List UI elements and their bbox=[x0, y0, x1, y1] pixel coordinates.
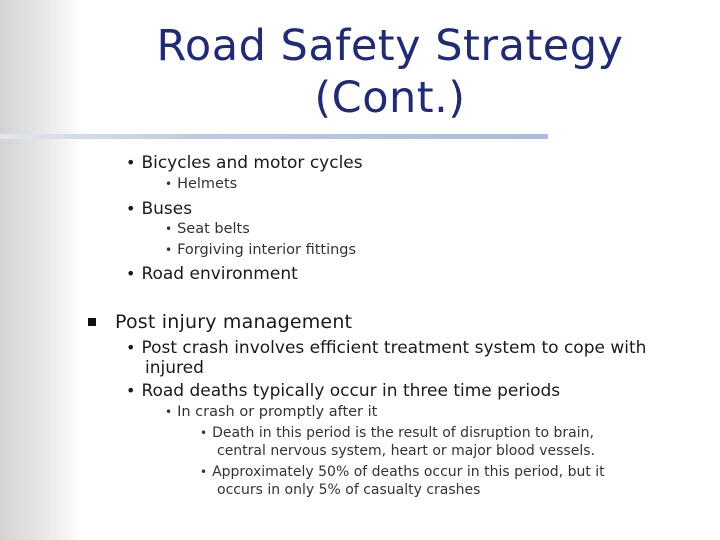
bullet-seat-belts: • Seat belts bbox=[165, 221, 250, 237]
bullet-dot-icon: • bbox=[165, 243, 173, 257]
bullet-road-deaths: • Road deaths typically occur in three ti… bbox=[126, 381, 560, 401]
buses-label: Buses bbox=[141, 199, 193, 219]
post-crash-line-1: Post crash involves efficient treatment … bbox=[141, 338, 647, 358]
slide-title: Road Safety Strategy (Cont.) bbox=[110, 20, 670, 124]
bullet-dot-icon: • bbox=[126, 338, 136, 357]
bicycles-label: Bicycles and motor cycles bbox=[141, 153, 363, 173]
title-line-2: (Cont.) bbox=[314, 73, 466, 123]
bullet-death-period: • Death in this period is the result of d… bbox=[200, 425, 594, 441]
forgiving-label: Forgiving interior fittings bbox=[177, 242, 357, 258]
bullet-in-crash: • In crash or promptly after it bbox=[165, 404, 377, 420]
in-crash-label: In crash or promptly after it bbox=[177, 404, 378, 420]
road-environment-label: Road environment bbox=[141, 264, 298, 284]
approx-line-1: Approximately 50% of deaths occur in thi… bbox=[212, 464, 605, 480]
post-injury-heading: Post injury management bbox=[115, 311, 353, 333]
bullet-dot-icon: • bbox=[126, 199, 136, 218]
bullet-dot-icon: • bbox=[200, 426, 208, 440]
bullet-forgiving-fittings: • Forgiving interior fittings bbox=[165, 242, 356, 258]
bullet-dot-icon: • bbox=[165, 222, 173, 236]
bullet-road-environment: • Road environment bbox=[126, 264, 298, 284]
death-period-line-2: central nervous system, heart or major b… bbox=[217, 443, 595, 459]
bullet-buses: • Buses bbox=[126, 199, 192, 219]
title-line-1: Road Safety Strategy bbox=[156, 21, 624, 71]
square-bullet-icon bbox=[88, 318, 96, 326]
bullet-dot-icon: • bbox=[200, 465, 208, 479]
bullet-approx: • Approximately 50% of deaths occur in th… bbox=[200, 464, 605, 480]
bullet-helmets: • Helmets bbox=[165, 176, 237, 192]
bullet-dot-icon: • bbox=[165, 405, 173, 419]
bullet-dot-icon: • bbox=[126, 381, 136, 400]
bullet-dot-icon: • bbox=[126, 153, 136, 172]
title-underline-rule bbox=[0, 134, 548, 139]
left-decoration-bar bbox=[0, 0, 82, 540]
road-deaths-label: Road deaths typically occur in three tim… bbox=[141, 381, 561, 401]
bullet-dot-icon: • bbox=[165, 177, 173, 191]
post-crash-line-2: injured bbox=[145, 358, 204, 378]
approx-line-2: occurs in only 5% of casualty crashes bbox=[217, 482, 481, 498]
helmets-label: Helmets bbox=[177, 176, 238, 192]
seat-belts-label: Seat belts bbox=[177, 221, 250, 237]
bullet-bicycles: • Bicycles and motor cycles bbox=[126, 153, 363, 173]
bullet-dot-icon: • bbox=[126, 264, 136, 283]
bullet-post-crash: • Post crash involves efficient treatment… bbox=[126, 338, 646, 358]
death-period-line-1: Death in this period is the result of di… bbox=[212, 425, 594, 441]
